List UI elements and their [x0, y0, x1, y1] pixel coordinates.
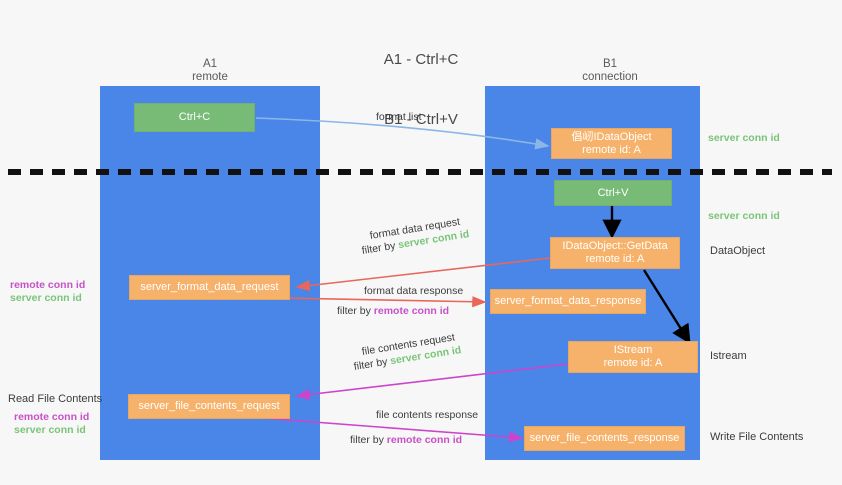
node-ctrl-c[interactable]: Ctrl+C [134, 103, 255, 132]
edge-label-format-data-response: format data response [364, 285, 464, 297]
left-label-server-conn-id-2: server conn id [14, 424, 86, 436]
node-server-file-contents-response[interactable]: server_file_contents_response [524, 426, 685, 451]
lane-header-a1-name: A1 [202, 58, 218, 70]
filter-by-text-1: filter by [360, 239, 397, 257]
left-label-remote-conn-id-1: remote conn id [10, 279, 86, 291]
node-getdata-remote-id: remote id: A [585, 253, 645, 265]
node-getdata-title: IDataObject::GetData [562, 240, 668, 252]
right-label-dataobject: DataObject [710, 245, 766, 257]
right-label-write-file-contents: Write File Contents [710, 431, 804, 443]
remote-conn-id-text-2: remote conn id [373, 305, 450, 317]
lane-header-a1-sub: remote [192, 71, 228, 83]
filter-by-text-3: filter by [352, 355, 389, 373]
edge-label-format-list: format list [376, 111, 422, 123]
node-server-format-data-response[interactable]: server_format_data_response [490, 289, 646, 314]
node-idataobject-title: 倡屻IDataObject [571, 130, 652, 143]
node-server-format-data-response-label: server_format_data_response [494, 295, 642, 307]
node-server-format-data-request[interactable]: server_format_data_request [129, 275, 290, 300]
left-label-remote-conn-id-2: remote conn id [14, 411, 90, 423]
edge-filter-format-data-response: filter by remote conn id [337, 305, 449, 318]
lane-header-a1: A1 remote [125, 58, 295, 84]
node-idataobject-getdata[interactable]: IDataObject::GetData remote id: A [550, 237, 680, 269]
node-idataobject-remote-id: remote id: A [582, 143, 641, 156]
edge-label-file-contents-response: file contents response [376, 409, 479, 421]
node-ctrl-c-label: Ctrl+C [178, 111, 211, 123]
right-label-server-conn-id-top: server conn id [708, 132, 780, 144]
node-server-file-contents-request[interactable]: server_file_contents_request [128, 394, 290, 419]
node-server-file-contents-request-label: server_file_contents_request [138, 400, 280, 412]
lane-header-b1-name: B1 [602, 58, 618, 70]
node-server-format-data-request-label: server_format_data_request [140, 281, 279, 293]
lane-header-b1-sub: connection [582, 71, 638, 83]
remote-conn-id-text-4: remote conn id [386, 434, 463, 446]
filter-by-text-4: filter by [350, 434, 384, 446]
edge-filter-file-contents-response: filter by remote conn id [350, 434, 462, 447]
node-istream-title: IStream [613, 344, 653, 356]
node-server-file-contents-response-label: server_file_contents_response [529, 432, 680, 444]
left-label-read-file-contents: Read File Contents [8, 393, 103, 405]
node-istream-remote-id: remote id: A [603, 357, 663, 369]
node-idataobject[interactable]: 倡屻IDataObject remote id: A [551, 128, 672, 159]
left-label-server-conn-id-1: server conn id [10, 292, 82, 304]
right-label-server-conn-id-mid: server conn id [708, 210, 780, 222]
node-ctrl-v[interactable]: Ctrl+V [554, 180, 672, 206]
title-line-1: A1 - Ctrl+C [383, 51, 459, 68]
node-istream[interactable]: IStream remote id: A [568, 341, 698, 373]
right-label-istream: Istream [710, 350, 747, 362]
node-ctrl-v-label: Ctrl+V [597, 186, 629, 199]
filter-by-text-2: filter by [337, 305, 371, 317]
lane-header-b1: B1 connection [525, 58, 695, 84]
